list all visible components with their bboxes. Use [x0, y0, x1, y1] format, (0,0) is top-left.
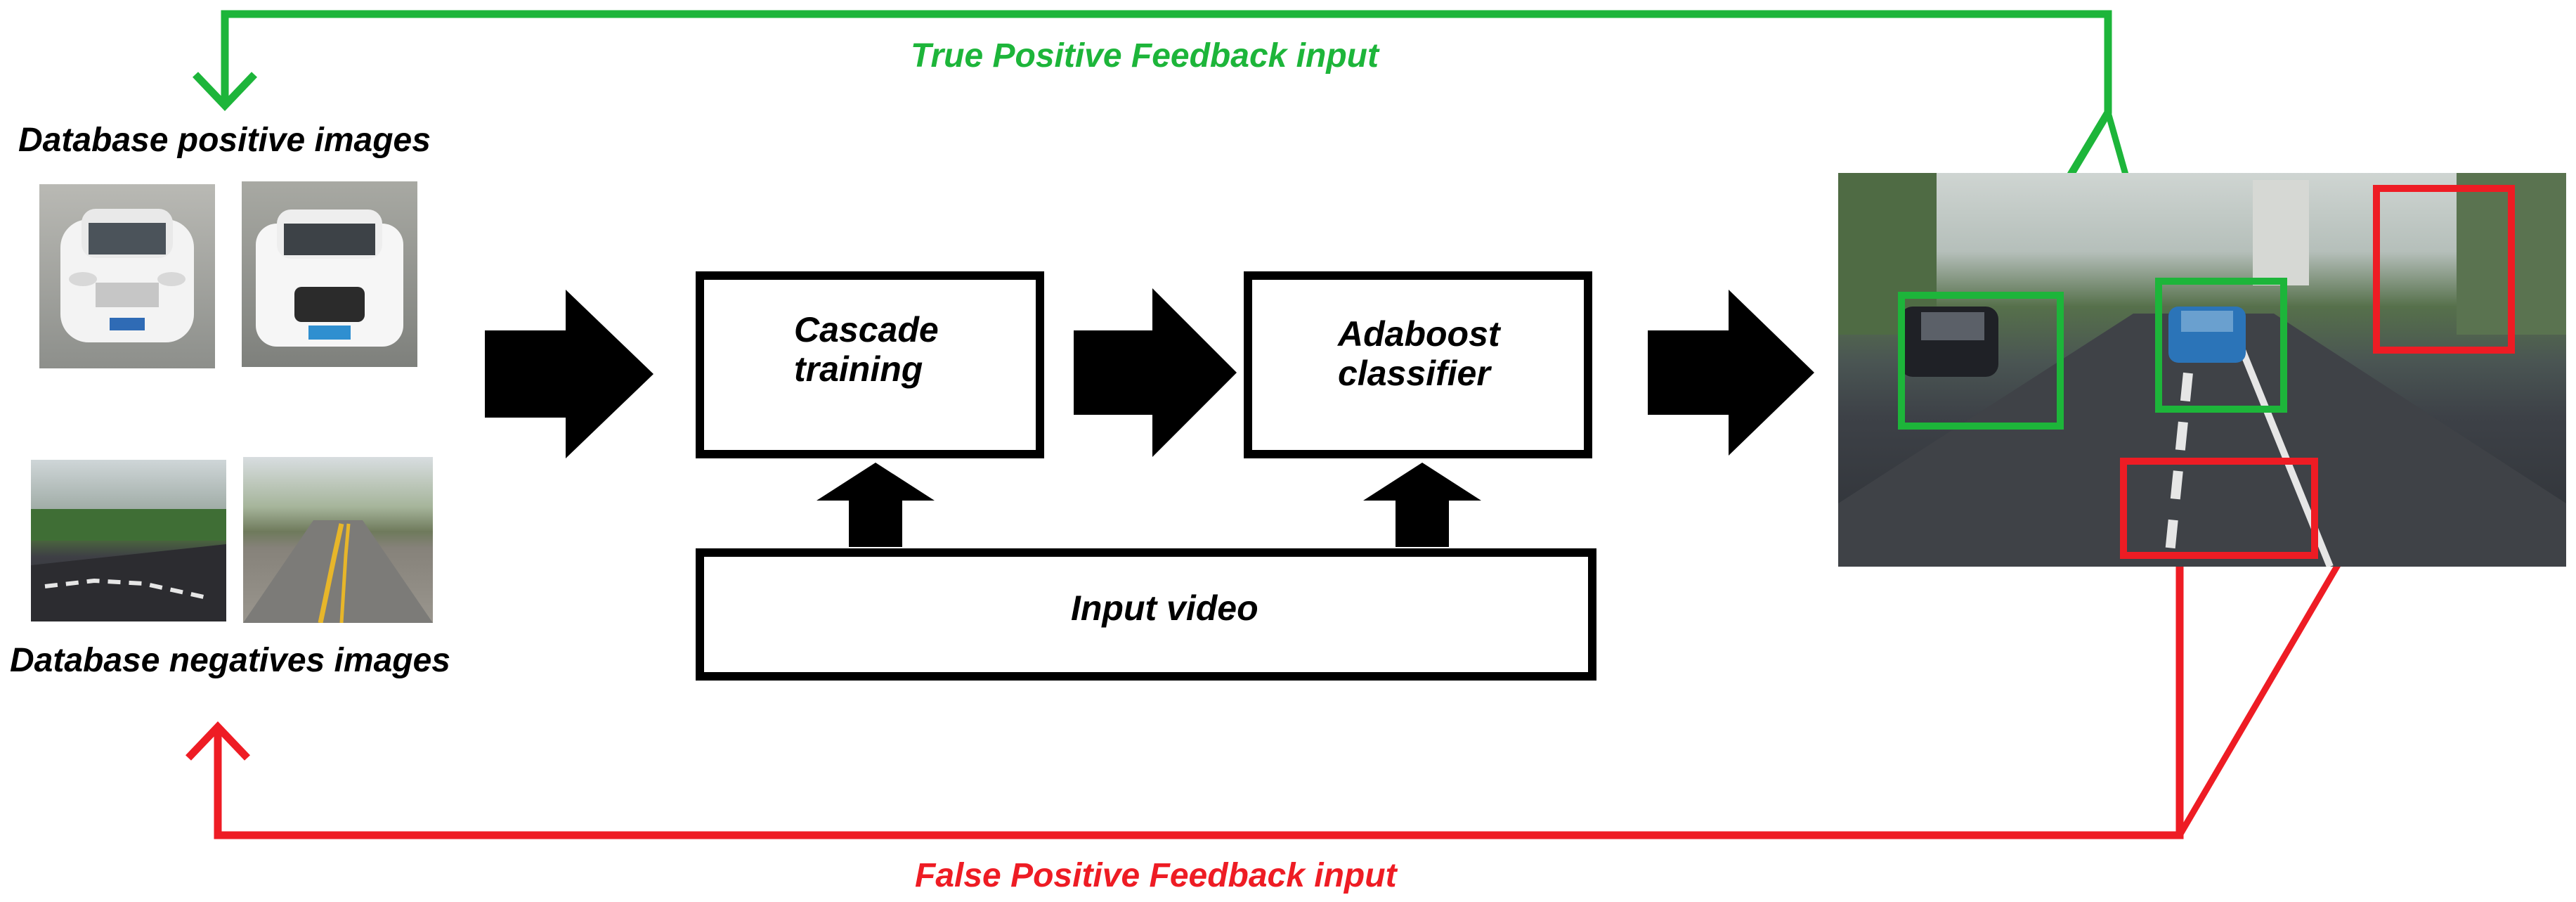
road-icon [31, 509, 226, 621]
false-positive-detection-1 [2373, 185, 2515, 354]
negative-sample-image-1 [31, 460, 226, 621]
false-positive-feedback-line [214, 555, 2184, 839]
arrow-to-adaboost [1074, 288, 1237, 457]
arrow-to-cascade [485, 290, 653, 458]
false-positive-arrowhead [186, 721, 250, 761]
input-video-box [696, 548, 1596, 681]
true-positive-detection-1 [1898, 292, 2064, 430]
positive-sample-image-1 [39, 184, 215, 368]
negative-images-label: Database negatives images [10, 642, 450, 679]
true-positive-feedback-label: True Positive Feedback input [911, 37, 1379, 75]
positive-sample-image-2 [242, 181, 417, 367]
true-positive-feedback-line [221, 10, 2112, 234]
car-front-icon [60, 209, 194, 342]
up-arrow-cascade [817, 463, 935, 547]
cascade-training-label-line1: Cascade [794, 310, 939, 349]
adaboost-classifier-box [1244, 271, 1592, 458]
negative-sample-image-2 [243, 457, 433, 623]
arrow-to-output [1648, 290, 1814, 456]
car-front-icon [256, 210, 403, 347]
true-positive-arrowhead [193, 72, 257, 111]
adaboost-classifier-label-line2: classifier [1338, 354, 1490, 393]
road-icon [243, 520, 433, 623]
up-arrow-adaboost [1363, 463, 1481, 547]
positive-images-label: Database positive images [18, 122, 431, 159]
false-positive-feedback-label: False Positive Feedback input [915, 857, 1397, 894]
false-positive-detection-2 [2120, 458, 2318, 559]
cascade-training-box [696, 271, 1044, 458]
cascade-training-label-line2: training [794, 349, 923, 389]
true-positive-detection-2 [2155, 278, 2287, 413]
input-video-label: Input video [1071, 588, 1258, 628]
adaboost-classifier-label-line1: Adaboost [1338, 314, 1500, 354]
